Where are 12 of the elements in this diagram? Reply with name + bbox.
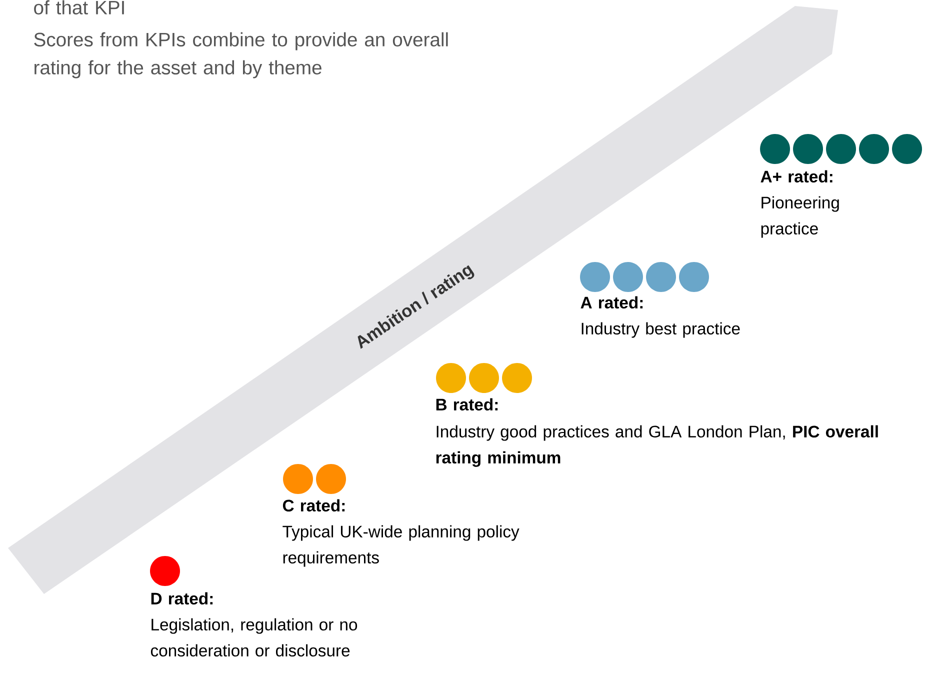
intro-text: of that KPI bbox=[34, 0, 124, 14]
rating-description: Typical UK-wide planning policy requirements bbox=[282, 525, 520, 567]
rating-description: Pioneering practice bbox=[761, 196, 839, 238]
rating-heading: C rated: bbox=[282, 499, 345, 512]
rating-heading: D rated: bbox=[151, 592, 213, 605]
rating-heading: A+ rated: bbox=[760, 170, 832, 182]
rating-description: Legislation, regulation or no consideration or disclosure bbox=[150, 618, 358, 657]
rating-description: Industry best practice bbox=[582, 322, 740, 338]
rating-description: Industry good practices and GLA London Plan, PIC overall rating minimum bbox=[436, 425, 878, 467]
rating-heading: B rated: bbox=[436, 398, 498, 411]
intro-text: Scores from KPIs combine to provide an overall rating for the asset and by theme bbox=[34, 32, 448, 78]
rating-heading: A rated: bbox=[580, 296, 643, 309]
